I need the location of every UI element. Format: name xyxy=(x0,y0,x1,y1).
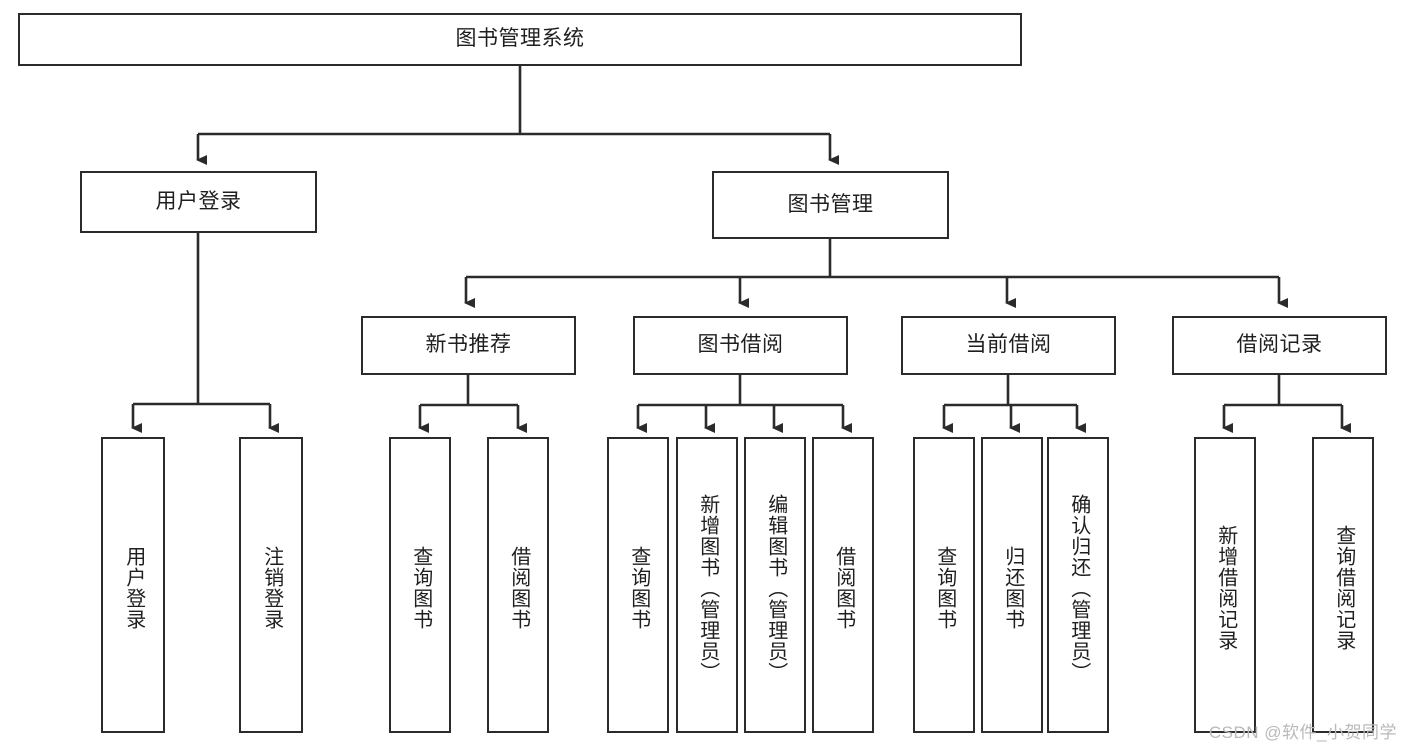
leaf-borrow-add-book[interactable]: 新增图书（管理员） xyxy=(676,437,738,733)
leaf-inner: 借阅图书 xyxy=(814,445,872,731)
leaf-inner: 新增图书（管理员） xyxy=(678,445,736,731)
node-label: 新书推荐 xyxy=(425,333,512,357)
leaf-label: 查询借阅记录 xyxy=(1332,525,1355,651)
leaf-logout[interactable]: 注销登录 xyxy=(239,437,303,733)
leaf-label: 编辑图书（管理员） xyxy=(764,493,787,683)
node-book-management[interactable]: 图书管理 xyxy=(712,171,949,239)
node-label: 图书借阅 xyxy=(697,333,784,357)
leaf-inner: 新增借阅记录 xyxy=(1196,445,1254,731)
leaf-label: 查询图书 xyxy=(627,546,650,630)
leaf-label: 查询图书 xyxy=(933,546,956,630)
leaf-current-confirm-return[interactable]: 确认归还（管理员） xyxy=(1047,437,1109,733)
node-label: 用户登录 xyxy=(155,189,242,213)
leaf-record-add-record[interactable]: 新增借阅记录 xyxy=(1194,437,1256,733)
node-new-book-recommend[interactable]: 新书推荐 xyxy=(361,316,576,375)
leaf-inner: 查询图书 xyxy=(609,445,667,731)
leaf-label: 新增借阅记录 xyxy=(1214,525,1237,651)
leaf-label: 查询图书 xyxy=(409,546,432,630)
leaf-inner: 用户登录 xyxy=(103,445,163,731)
leaf-label: 注销登录 xyxy=(260,546,283,630)
node-user-login[interactable]: 用户登录 xyxy=(80,171,317,233)
node-current-borrow[interactable]: 当前借阅 xyxy=(901,316,1116,375)
node-label: 借阅记录 xyxy=(1236,333,1323,357)
leaf-inner: 编辑图书（管理员） xyxy=(746,445,804,731)
leaf-borrow-query-book[interactable]: 查询图书 xyxy=(607,437,669,733)
node-root-system[interactable]: 图书管理系统 xyxy=(18,13,1022,66)
leaf-label: 新增图书（管理员） xyxy=(696,493,719,683)
node-borrow-record[interactable]: 借阅记录 xyxy=(1172,316,1387,375)
leaf-borrow-edit-book[interactable]: 编辑图书（管理员） xyxy=(744,437,806,733)
leaf-current-return-book[interactable]: 归还图书 xyxy=(981,437,1043,733)
leaf-borrow-borrow-book[interactable]: 借阅图书 xyxy=(812,437,874,733)
leaf-user-login[interactable]: 用户登录 xyxy=(101,437,165,733)
leaf-label: 用户登录 xyxy=(122,546,145,630)
leaf-recommend-query-book[interactable]: 查询图书 xyxy=(389,437,451,733)
leaf-inner: 查询图书 xyxy=(915,445,973,731)
leaf-inner: 确认归还（管理员） xyxy=(1049,445,1107,731)
leaf-current-query-book[interactable]: 查询图书 xyxy=(913,437,975,733)
leaf-inner: 借阅图书 xyxy=(489,445,547,731)
leaf-label: 确认归还（管理员） xyxy=(1067,493,1090,683)
leaf-label: 借阅图书 xyxy=(507,546,530,630)
leaf-label: 借阅图书 xyxy=(832,546,855,630)
leaf-record-query-record[interactable]: 查询借阅记录 xyxy=(1312,437,1374,733)
leaf-recommend-borrow-book[interactable]: 借阅图书 xyxy=(487,437,549,733)
watermark: CSDN @软件_小贺同学 xyxy=(1208,723,1397,742)
leaf-inner: 查询借阅记录 xyxy=(1314,445,1372,731)
node-book-borrow[interactable]: 图书借阅 xyxy=(633,316,848,375)
node-label: 图书管理 xyxy=(787,192,874,216)
node-label: 图书管理系统 xyxy=(455,27,585,51)
leaf-inner: 查询图书 xyxy=(391,445,449,731)
node-label: 当前借阅 xyxy=(965,333,1052,357)
leaf-inner: 注销登录 xyxy=(241,445,301,731)
leaf-inner: 归还图书 xyxy=(983,445,1041,731)
leaf-label: 归还图书 xyxy=(1001,546,1024,630)
